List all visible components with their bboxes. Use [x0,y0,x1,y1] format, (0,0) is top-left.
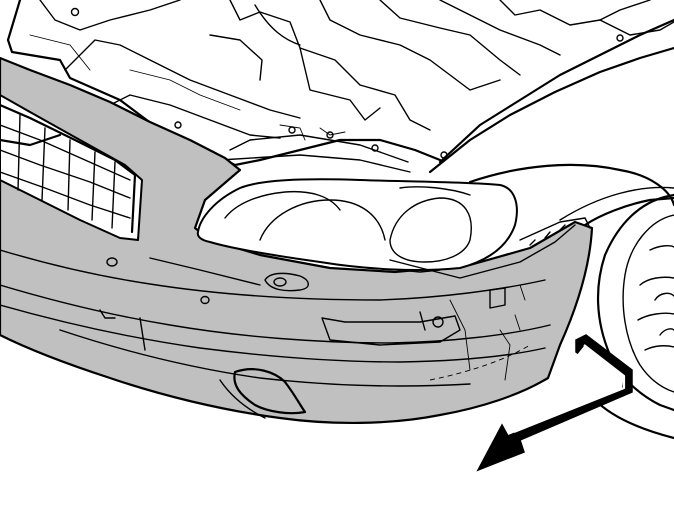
engine-bay [6,0,521,173]
bumper-shaded-area [0,56,594,425]
front-bumper-cover [0,56,594,425]
raised-hood [428,0,674,174]
headlamp [196,178,591,279]
removal-arrow-icon [476,334,633,472]
radiator-grille [0,94,143,241]
